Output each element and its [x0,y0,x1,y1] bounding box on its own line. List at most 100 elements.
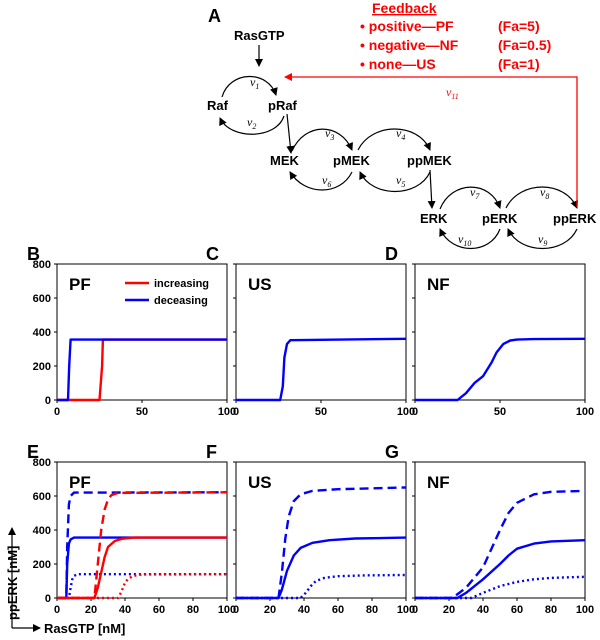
chart-d: D 0 50 100 NF [385,244,594,418]
y-tick-label: 0 [45,395,51,407]
y-tick-label: 200 [33,361,51,373]
x-tick-label: 20 [443,604,455,616]
x-tick-label: 0 [54,604,60,616]
chart-c: C 0 50 100 US [206,244,415,418]
x-tick-label: 100 [397,406,415,418]
panel-label-c: C [206,244,219,264]
node-pperk: ppERK [553,211,597,226]
legend-label: deceasing [154,295,208,307]
plot-label: PF [69,473,91,492]
legend: increasing deceasing [125,278,209,307]
series-line-1 [415,539,586,600]
arrow-v10 [439,228,501,250]
x-axis-title: RasGTP [nM] [44,621,125,636]
x-tick-label: 100 [576,604,594,616]
series-line-1 [57,338,227,402]
rate-v2: v2 [247,115,256,131]
x-tick-label: 0 [412,406,418,418]
x-tick-label: 50 [494,406,506,418]
x-tick-label: 80 [366,604,378,616]
x-tick-label: 80 [187,604,199,616]
node-erk: ERK [420,211,448,226]
arrow-v4 [357,128,431,151]
x-tick-label: 80 [545,604,557,616]
node-pmek: pMEK [333,153,370,168]
legend-label: increasing [154,278,209,290]
x-tick-label: 50 [136,406,148,418]
series-line-0 [236,337,407,402]
rate-v8: v8 [540,185,549,201]
x-tick-label: 40 [477,604,489,616]
feedback-param-positive: (Fa=5) [498,18,540,34]
panel-label-g: G [385,442,399,462]
rate-v9: v9 [538,232,547,248]
arrow-v7 [439,186,502,210]
node-perk: pERK [482,211,518,226]
x-tick-label: 50 [315,406,327,418]
node-rasgtp: RasGTP [234,28,285,43]
feedback-title: Feedback [372,0,437,16]
series-line-5 [57,573,228,600]
x-tick-label: 60 [332,604,344,616]
arrow-praf-mek [286,113,295,154]
arrow-v8 [505,186,578,209]
rate-v7: v7 [470,185,480,201]
feedback-param-none: (Fa=1) [498,56,540,72]
node-raf: Raf [207,98,229,113]
x-tick-label: 40 [119,604,131,616]
series-line-1 [57,536,227,600]
feedback-item-none: • none—US [360,56,436,72]
y-tick-label: 800 [33,457,51,469]
y-tick-label: 0 [45,593,51,605]
x-tick-label: 60 [153,604,165,616]
series-line-4 [57,536,227,600]
pathway-diagram: A Feedback • positive—PF (Fa=5) • negati… [207,0,597,250]
feedback-legend: Feedback • positive—PF (Fa=5) • negative… [360,0,551,72]
series-line-2 [236,573,407,600]
arrow-v9 [507,228,578,249]
series-line-2 [57,573,227,600]
node-praf: pRaf [268,98,298,113]
arrow-v3 [291,128,353,152]
x-tick-label: 20 [85,604,97,616]
node-ppmek: ppMEK [407,153,452,168]
series-line-0 [57,338,227,402]
arrow-v2 [219,115,285,135]
y-axis-title: ppERK [nM] [5,546,20,620]
series-line-3 [57,491,228,600]
rate-v11: v11 [446,85,459,101]
panel-label-d: D [385,244,398,264]
axis-key: ppERK [nM] RasGTP [nM] [5,527,125,636]
arrow-v6 [289,171,353,191]
plot-label: NF [427,473,450,492]
x-tick-label: 100 [218,406,236,418]
arrow-v5 [359,171,431,192]
plot-label: US [248,473,272,492]
plot-label: US [248,275,272,294]
x-tick-label: 0 [233,604,239,616]
series-line-0 [415,337,586,402]
y-tick-label: 200 [33,559,51,571]
x-tick-label: 40 [298,604,310,616]
series-line-0 [236,486,407,600]
panel-label-b: B [27,244,40,264]
rate-v10: v10 [458,232,471,248]
x-tick-label: 100 [218,604,236,616]
rate-v3: v3 [325,126,334,142]
feedback-item-positive: • positive—PF [360,18,454,34]
feedback-param-negative: (Fa=0.5) [498,37,551,53]
arrow-v1 [221,75,278,98]
arrow-ppmek-erk [427,169,436,209]
node-mek: MEK [270,153,300,168]
x-tick-label: 60 [511,604,523,616]
plot-label: NF [427,275,450,294]
rate-v1: v1 [250,75,259,91]
series-line-1 [236,536,407,600]
x-tick-label: 100 [397,604,415,616]
series-line-2 [415,575,586,600]
x-tick-label: 0 [54,406,60,418]
